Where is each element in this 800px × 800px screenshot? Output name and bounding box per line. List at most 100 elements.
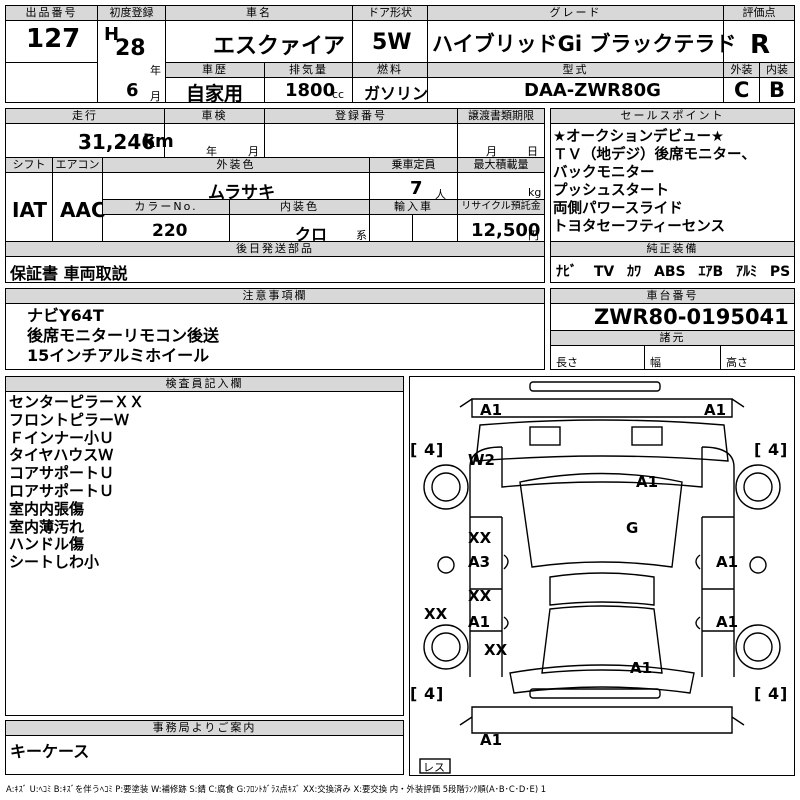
grade-label: グレード xyxy=(427,5,724,21)
tread-bracket-right: ] xyxy=(780,440,787,459)
specs-label: 諸元 xyxy=(550,330,795,346)
era: H xyxy=(104,24,120,45)
note-line: 15インチアルミホイール xyxy=(27,346,210,365)
damage-mark: A1 xyxy=(630,659,652,677)
legend: A:ｷｽﾞ U:ﾍｺﾐ B:ｷｽﾞを伴うﾍｺﾐ P:要塗装 W:補修跡 S:錆 … xyxy=(6,784,547,794)
sales-point: トヨタセーフティーセンス xyxy=(553,219,725,235)
tread-depth-fr: 4 xyxy=(768,440,779,459)
sales-point: ＴＶ（地デジ）後席モニター、 xyxy=(553,147,756,163)
inspector-line: Ｆインナー小Ｕ xyxy=(9,428,115,447)
inspector-line: タイヤハウスＷ xyxy=(9,446,114,465)
inspection-label: 車検 xyxy=(164,108,265,124)
inspector-line: フロントピラーＷ xyxy=(9,410,130,429)
year-unit: 年 xyxy=(150,64,161,77)
inspection-month-unit: 月 xyxy=(248,145,259,158)
color-no: 220 xyxy=(152,221,188,241)
inspection-year-unit: 年 xyxy=(206,145,217,158)
damage-mark: XX xyxy=(484,641,508,659)
history-label: 車歴 xyxy=(165,62,265,78)
tread-depth-fl: 4 xyxy=(424,440,435,459)
color-no-label: カラーNo. xyxy=(102,199,230,215)
chassis-no: ZWR80-0195041 xyxy=(594,305,789,329)
damage-diagram: A1 A1 W2 A1 G XX A3 XX A1 A1 A1 XX XX A1… xyxy=(409,376,795,776)
lot-no-label: 出品番号 xyxy=(5,5,98,21)
sales-points-label: セールスポイント xyxy=(550,108,795,124)
equipment-list: ﾅﾋﾞ TV ｶﾜ ABS ｴｱB ｱﾙﾐ PS PW xyxy=(556,261,800,281)
fuel-label: 燃料 xyxy=(352,62,428,78)
damage-mark: A1 xyxy=(716,553,738,571)
equipment-label: 純正装備 xyxy=(550,241,795,257)
equipment-item: ABS xyxy=(654,264,686,280)
ext-score: C xyxy=(734,78,750,102)
damage-mark: W2 xyxy=(468,451,495,469)
inspector-line: 室内薄汚れ xyxy=(9,517,85,536)
spec-length-label: 長さ xyxy=(556,356,578,369)
mileage-unit: km xyxy=(143,131,174,152)
ext-color-label: 外装色 xyxy=(102,157,370,173)
spec-width-label: 幅 xyxy=(650,356,661,369)
equipment-item: ｱﾙﾐ xyxy=(736,264,758,280)
int-color-unit: 系 xyxy=(356,229,367,242)
inspector-line: コアサポートＵ xyxy=(9,464,115,483)
recycle-unit: 円 xyxy=(528,229,539,242)
tread-bracket-right: ] xyxy=(780,684,787,703)
int-label: 内装 xyxy=(759,62,795,78)
tread-bracket-left: [ xyxy=(410,684,417,703)
deadline-month-unit: 月 xyxy=(486,145,497,158)
tread-depth-rl: 4 xyxy=(424,684,435,703)
reg-no-label: 登録番号 xyxy=(264,108,458,124)
inspector-line: シートしわ小 xyxy=(9,553,100,572)
capacity-unit: 人 xyxy=(435,188,446,201)
ext-label: 外装 xyxy=(723,62,760,78)
tread-depth-rr: 4 xyxy=(768,684,779,703)
later-parts: 保証書 車両取説 xyxy=(10,264,128,283)
damage-mark: XX xyxy=(424,605,448,623)
inspector-line: ハンドル傷 xyxy=(9,535,85,554)
equipment-item: PS xyxy=(769,264,791,280)
recycle-label: リサイクル預託金 xyxy=(457,199,545,215)
equipment-item: ｶﾜ xyxy=(627,264,642,280)
sales-point: バックモニター xyxy=(553,165,655,181)
tread-bracket-left: [ xyxy=(410,440,417,459)
inspector-line: センターピラーＸＸ xyxy=(9,393,145,411)
history: 自家用 xyxy=(186,83,244,105)
later-parts-label: 後日発送部品 xyxy=(5,241,545,257)
spec-height-label: 高さ xyxy=(726,356,748,369)
chassis-no-label: 車台番号 xyxy=(550,288,795,304)
recycle-fee: 12,500 xyxy=(471,220,541,241)
sales-point: 両側パワースライド xyxy=(553,201,683,217)
damage-mark: XX xyxy=(468,529,492,547)
note-line: ナビY64T xyxy=(27,306,104,325)
load-unit: kg xyxy=(528,186,542,199)
int-color-label: 内装色 xyxy=(229,199,370,215)
shift: IAT xyxy=(12,198,48,222)
tread-bracket-right: ] xyxy=(436,440,443,459)
equipment-item: ｴｱB xyxy=(698,264,724,280)
inspector-line: 室内内張傷 xyxy=(9,499,85,518)
lot-number: 127 xyxy=(26,24,81,54)
inspector-label: 検査員記入欄 xyxy=(5,376,404,392)
office-label: 事務局よりご案内 xyxy=(5,720,404,736)
door-label: ドア形状 xyxy=(352,5,428,21)
month-unit: 月 xyxy=(150,90,161,103)
tread-bracket-right: ] xyxy=(436,684,443,703)
displacement-label: 排気量 xyxy=(264,62,353,78)
inspector-list: センターピラーＸＸ フロントピラーＷ Ｆインナー小Ｕ タイヤハウスＷ コアサポー… xyxy=(9,393,145,572)
fuel: ガソリン xyxy=(364,84,429,103)
damage-mark: A1 xyxy=(636,473,658,491)
displacement-unit: cc xyxy=(332,88,345,101)
equipment-item: ﾅﾋﾞ xyxy=(556,264,577,280)
transfer-deadline-label: 譲渡書類期限 xyxy=(457,108,545,124)
max-load-label: 最大積載量 xyxy=(457,157,545,173)
damage-mark: A1 xyxy=(704,401,726,419)
grade: ハイブリッドGi ブラックテラド xyxy=(432,32,737,56)
int-color: クロ xyxy=(295,225,328,244)
int-score: B xyxy=(769,78,786,102)
score: R xyxy=(750,30,771,60)
aircon-label: エアコン xyxy=(52,157,103,173)
office-note: キーケース xyxy=(10,742,90,761)
door-type: 5W xyxy=(372,30,412,55)
spare-tire-less: レス xyxy=(423,761,445,774)
car-diagram-svg: A1 A1 W2 A1 G XX A3 XX A1 A1 A1 XX XX A1… xyxy=(410,381,787,774)
displacement: 1800 xyxy=(285,80,336,101)
